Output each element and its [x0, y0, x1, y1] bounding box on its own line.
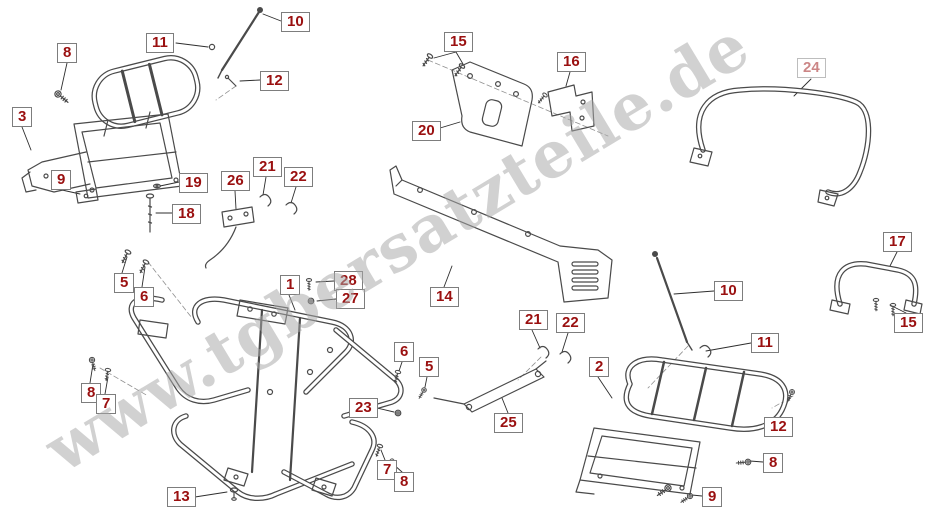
part-bar-24 — [689, 89, 869, 207]
part-label-6[interactable]: 6 — [394, 342, 415, 362]
part-label-19[interactable]: 19 — [179, 173, 208, 193]
part-label-24[interactable]: 24 — [797, 58, 826, 78]
part-label-8[interactable]: 8 — [57, 43, 78, 63]
part-label-8[interactable]: 8 — [763, 453, 784, 473]
part-label-7[interactable]: 7 — [96, 394, 117, 414]
part-bracket-25 — [433, 345, 572, 413]
part-label-11[interactable]: 11 — [146, 33, 174, 53]
part-label-12[interactable]: 12 — [260, 71, 289, 91]
part-label-22[interactable]: 22 — [556, 313, 585, 333]
part-label-15[interactable]: 15 — [894, 313, 923, 333]
part-label-3[interactable]: 3 — [12, 107, 33, 127]
part-main-frame — [131, 298, 401, 498]
part-bracket-16 — [535, 84, 595, 132]
part-plug-13 — [229, 487, 239, 501]
part-label-9[interactable]: 9 — [51, 170, 72, 190]
part-label-18[interactable]: 18 — [172, 204, 201, 224]
part-screw-18-washer-19 — [145, 183, 162, 233]
part-label-9[interactable]: 9 — [702, 487, 723, 507]
part-bracket-26 — [204, 206, 255, 269]
part-rear-rack-left — [21, 52, 203, 204]
part-label-10[interactable]: 10 — [714, 281, 743, 301]
part-label-17[interactable]: 17 — [883, 232, 912, 252]
part-label-25[interactable]: 25 — [494, 413, 523, 433]
part-label-1[interactable]: 1 — [280, 275, 301, 295]
part-label-13[interactable]: 13 — [167, 487, 196, 507]
part-rod-right — [652, 251, 712, 358]
part-label-11[interactable]: 11 — [751, 333, 779, 353]
part-label-22[interactable]: 22 — [284, 167, 313, 187]
part-label-16[interactable]: 16 — [557, 52, 586, 72]
part-label-8[interactable]: 8 — [394, 472, 415, 492]
part-label-5[interactable]: 5 — [419, 357, 440, 377]
part-label-15[interactable]: 15 — [444, 32, 473, 52]
part-label-6[interactable]: 6 — [134, 287, 155, 307]
part-label-7[interactable]: 7 — [377, 460, 398, 480]
part-bracket-14 — [389, 165, 613, 303]
part-bracket-20 — [420, 52, 533, 147]
part-label-5[interactable]: 5 — [114, 273, 135, 293]
part-label-21[interactable]: 21 — [519, 310, 548, 330]
part-label-28[interactable]: 28 — [334, 271, 363, 291]
part-label-10[interactable]: 10 — [281, 12, 310, 32]
part-rear-rack-right — [575, 359, 796, 506]
part-label-26[interactable]: 26 — [221, 171, 250, 191]
part-label-21[interactable]: 21 — [253, 157, 282, 177]
part-label-14[interactable]: 14 — [430, 287, 459, 307]
part-rod-top — [208, 7, 263, 87]
part-label-23[interactable]: 23 — [349, 398, 378, 418]
part-label-2[interactable]: 2 — [589, 357, 610, 377]
part-label-27[interactable]: 27 — [336, 289, 365, 309]
part-label-20[interactable]: 20 — [412, 121, 441, 141]
part-label-12[interactable]: 12 — [764, 417, 793, 437]
